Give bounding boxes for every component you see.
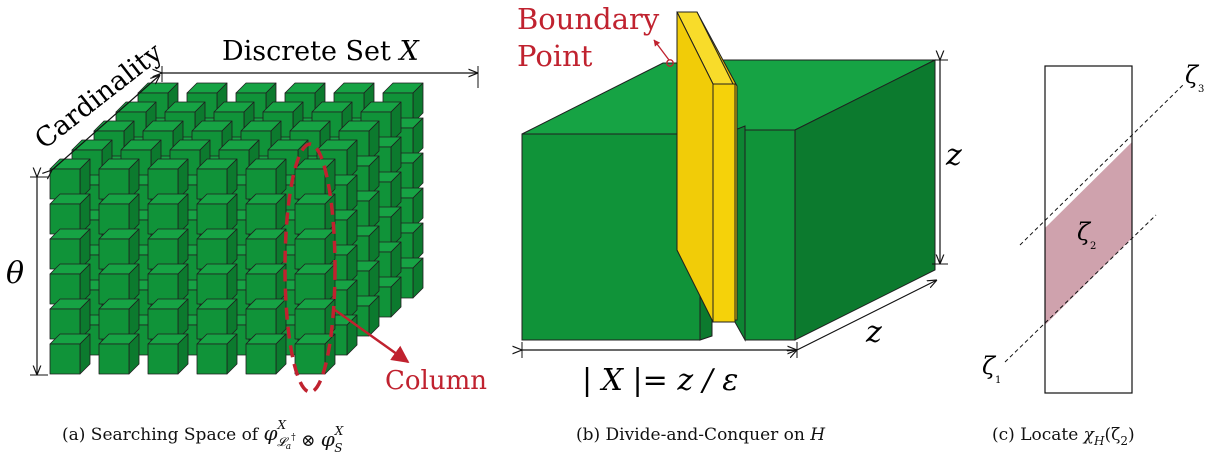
cube [49,333,91,375]
cube [98,263,140,305]
cube [49,298,91,340]
zeta3-dashed-line [1019,84,1184,246]
cube [196,298,238,340]
zeta2-label: ζ2 [1077,218,1096,252]
cube [245,158,287,200]
cube [245,263,287,305]
zeta1-dashed-line [1004,214,1157,363]
z-label-depth: z [865,315,882,350]
cube [294,298,336,340]
cube [196,228,238,270]
left-block-top [521,62,701,135]
zeta3-label: ζ3 [1185,61,1204,95]
cardinality-dimension-line [52,75,160,170]
cube [147,263,189,305]
cube [196,333,238,375]
boundary-point-arrow [653,39,670,61]
cube [294,228,336,270]
cube [147,193,189,235]
discrete-set-label: Discrete Set X [222,36,420,67]
z-label-right: z [945,138,962,173]
cube [98,298,140,340]
cube [147,333,189,375]
right-block-side [794,59,936,341]
panel-c-locate: ζ3 ζ2 ζ1 (c) Locate χH(ζ2) [982,61,1204,448]
cube [245,333,287,375]
caption-b: (b) Divide-and-Conquer on H [576,425,826,445]
zeta2-region [1045,142,1132,325]
panel-b-divide-conquer: Boundary Point z z | X |= z / ε (b) Divi… [517,2,962,445]
yellow-bar-front [712,83,736,323]
column-arrow [334,308,410,364]
right-block-front [744,129,796,341]
column-highlight-ellipse [283,142,337,394]
cube [49,158,91,200]
cube [294,333,336,375]
theta-label-bg [2,255,34,291]
cube [98,228,140,270]
yellow-bar-left [676,11,714,323]
cube [147,158,189,200]
cube [196,193,238,235]
cube [147,298,189,340]
left-block-front [521,133,701,341]
cube [49,193,91,235]
boundary-point-marker [666,59,674,67]
boundary-label-line2: Point [517,39,593,73]
cube [49,263,91,305]
cube [49,228,91,270]
column-label: Column [385,366,487,396]
panel-c-box [1044,65,1133,394]
cube [245,228,287,270]
theta-label: θ [6,256,24,291]
cube-grid [49,82,424,375]
caption-c: (c) Locate χH(ζ2) [992,425,1135,448]
cube [98,333,140,375]
cube [196,158,238,200]
cube [98,158,140,200]
cube [294,193,336,235]
cube [294,263,336,305]
panel-a-search-space: Column θ Discrete Set X Cardinality (a) … [2,36,487,454]
boundary-label-line1: Boundary [517,2,660,36]
z-depth-dimension [797,280,937,350]
formula-label: | X |= z / ε [582,363,738,398]
cube [98,193,140,235]
zeta1-label: ζ1 [982,352,1001,386]
cube [147,228,189,270]
cube [245,193,287,235]
cube [245,298,287,340]
cube [196,263,238,305]
